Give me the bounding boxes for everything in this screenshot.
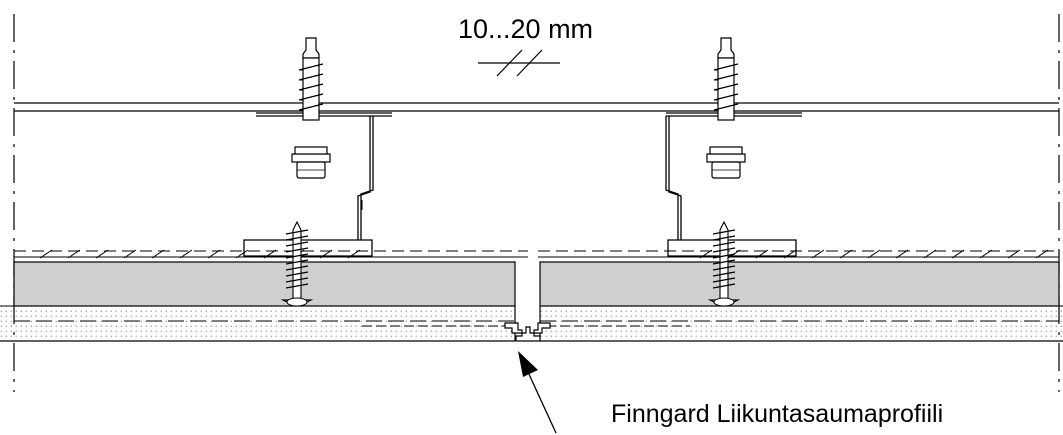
top-steel-plate [14, 102, 1059, 112]
dimension-marks [478, 49, 560, 77]
right-dotted-layer [539, 305, 1063, 342]
right-self-drilling-screw [706, 37, 746, 179]
expansion-joint-profile [504, 322, 551, 342]
left-self-drilling-screw [291, 37, 331, 179]
dimension-label: 10...20 mm [458, 14, 593, 44]
right-bracket [665, 112, 802, 257]
left-board-panel [13, 261, 516, 307]
callout-label: Finngard Liikuntasaumaprofiili [611, 400, 943, 428]
left-dotted-layer [0, 305, 516, 342]
callout-arrow [518, 351, 557, 434]
left-bracket [243, 112, 392, 257]
right-hatched-layer [538, 249, 1059, 259]
right-board-panel [539, 261, 1060, 307]
